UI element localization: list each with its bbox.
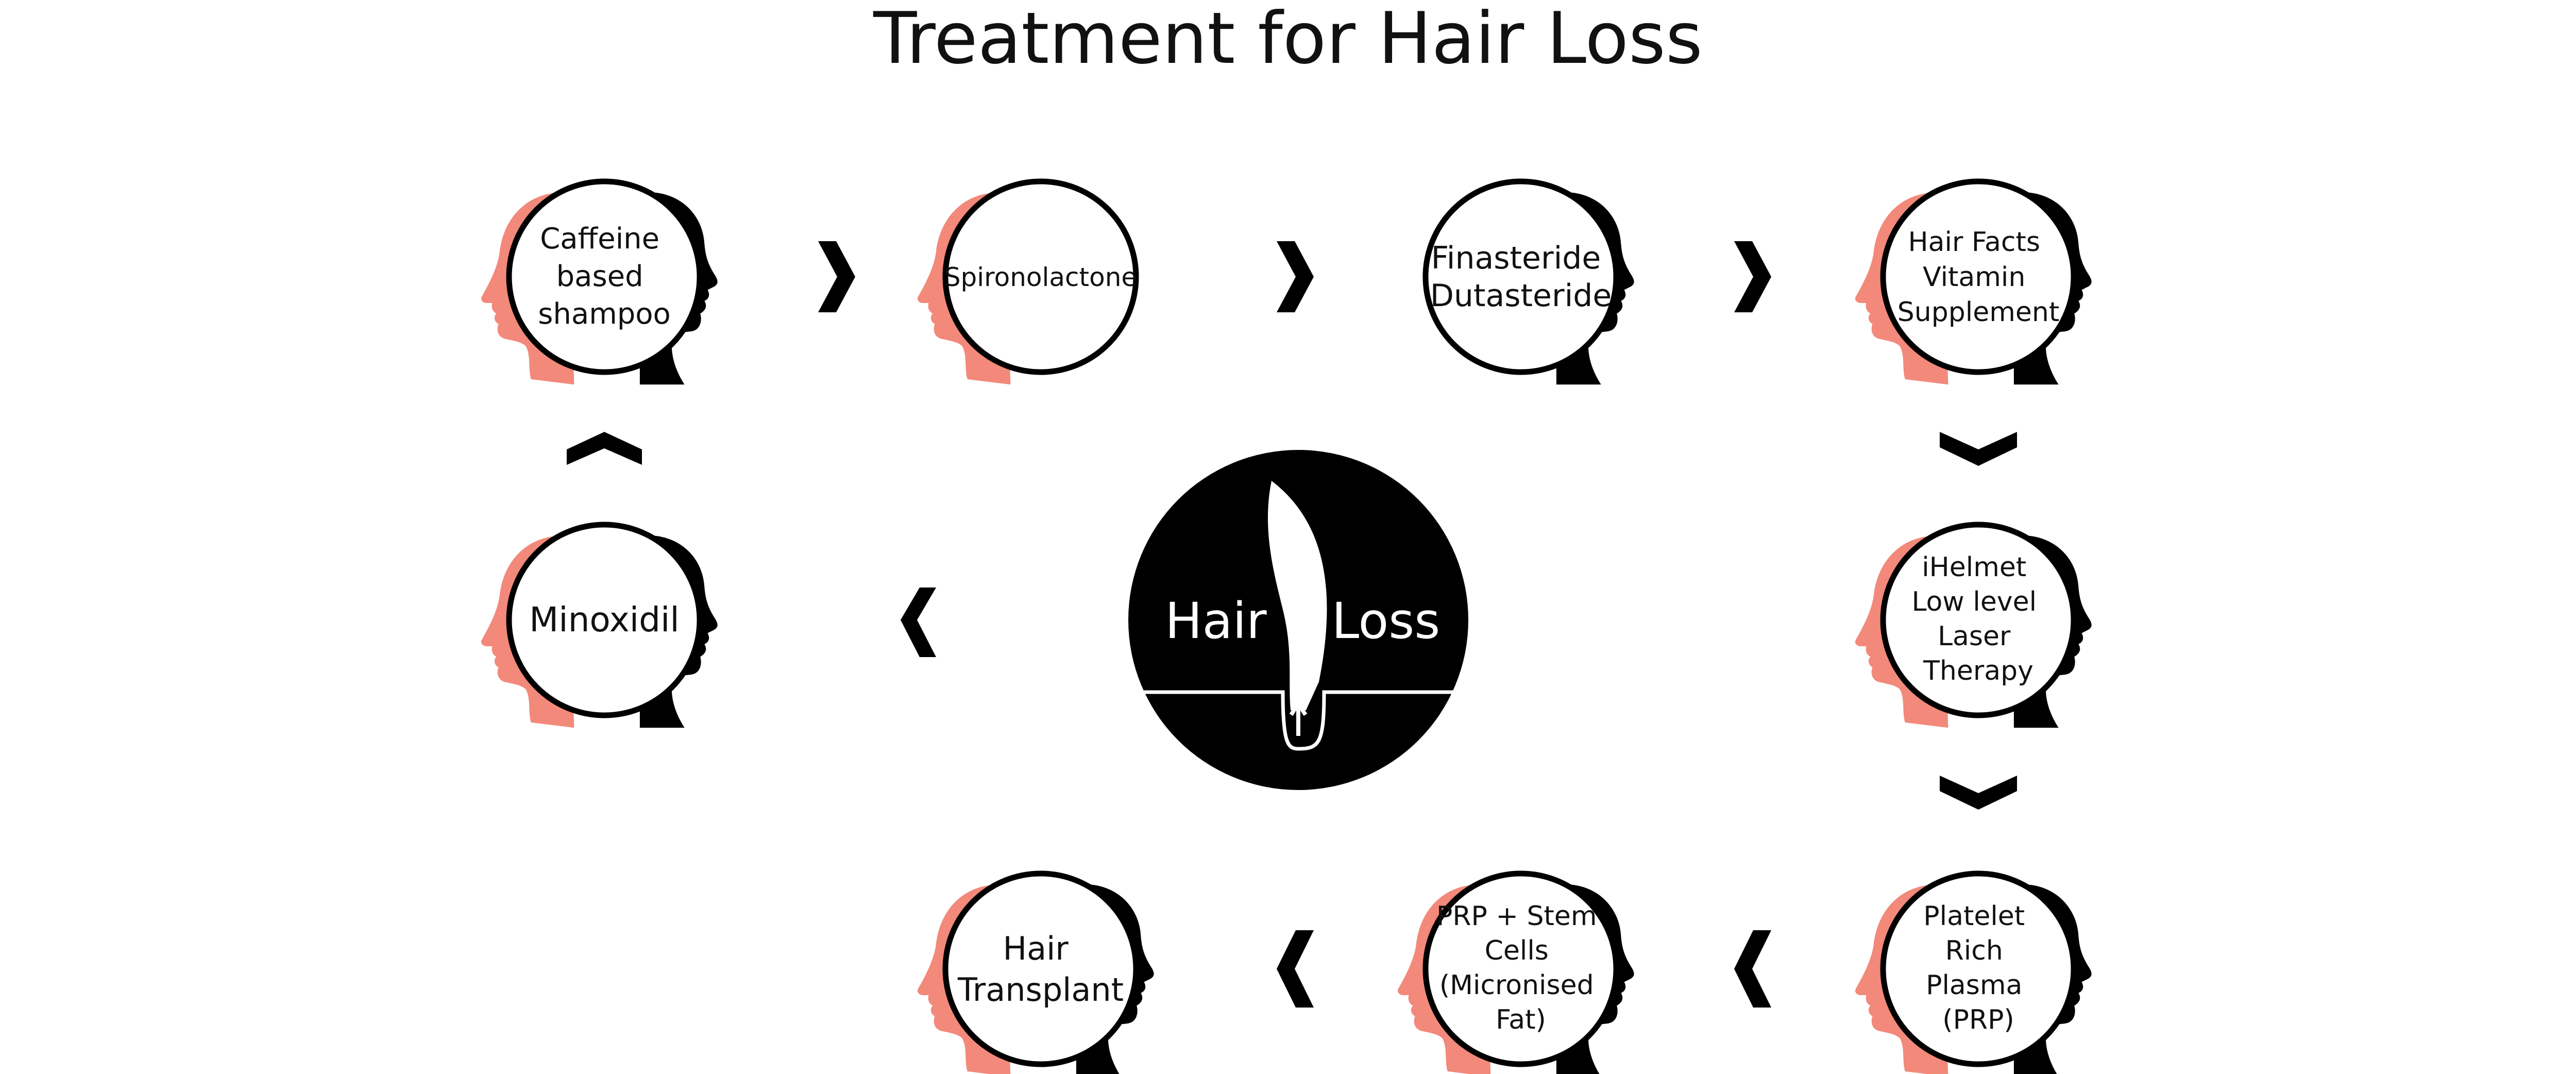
node-finasteride: Finasteride Dutasteride: [1422, 178, 1634, 385]
node-label-line: Hair: [1003, 930, 1069, 967]
node-label: Minoxidil: [529, 600, 679, 640]
arrow-center-to-minoxidil: [901, 588, 936, 657]
node-circle: [1422, 870, 1619, 1067]
center-hair-loss: Hair Loss: [1128, 450, 1468, 790]
node-label-line: (PRP): [1942, 1004, 2014, 1035]
node-label-line: Supplement: [1897, 297, 2059, 328]
node-label-line: Caffeine: [540, 222, 659, 256]
skin-line-icon: [1144, 690, 1453, 751]
node-caffeine: Caffeine based shampoo: [481, 178, 718, 385]
node-label-line: Finasteride: [1431, 240, 1601, 276]
node-label-line: Minoxidil: [529, 600, 679, 640]
node-label-line: PRP + Stem: [1436, 901, 1597, 932]
center-label-right: Loss: [1332, 592, 1440, 650]
node-label-line: Cells: [1485, 935, 1549, 966]
arrow-prp-to-prp-stem: [1734, 930, 1771, 1008]
node-circle: [942, 178, 1139, 375]
arrow-ihelmet-to-prp: [1940, 776, 2017, 810]
arrow-minoxidil-to-caffeine: [567, 432, 642, 465]
node-label: Hair Transplant: [957, 930, 1124, 1009]
node-prp: Platelet Rich Plasma (PRP): [1855, 870, 2092, 1074]
node-label: Caffeine based shampoo: [538, 222, 671, 331]
node-vitamin: Hair Facts Vitamin Supplement: [1855, 178, 2092, 385]
node-circle: [506, 522, 703, 718]
node-label-line: shampoo: [538, 297, 671, 331]
diagram-title: Treatment for Hair Loss: [873, 0, 1703, 80]
arrow-spironolactone-to-finasteride: [1277, 241, 1314, 312]
arrow-prp-stem-to-transplant: [1277, 930, 1314, 1008]
node-label-line: based: [556, 260, 643, 293]
node-label-line: Dutasteride: [1430, 278, 1612, 314]
node-transplant: Hair Transplant: [917, 870, 1154, 1074]
arrow-vitamin-to-ihelmet: [1940, 432, 2017, 466]
node-minoxidil: Minoxidil: [481, 522, 718, 728]
node-label-line: Vitamin: [1923, 262, 2025, 293]
node-label-line: (Micronised: [1439, 970, 1594, 1001]
node-circle: [1880, 870, 2077, 1067]
growth-arrow-icon: [1289, 699, 1308, 736]
node-label: Platelet Rich Plasma (PRP): [1923, 901, 2033, 1035]
node-circle: [1422, 178, 1619, 375]
node-circle: [1880, 522, 2077, 718]
center-label-left: Hair: [1165, 592, 1267, 650]
arrow-finasteride-to-vitamin: [1734, 241, 1771, 312]
node-label-line: Plasma: [1926, 970, 2022, 1001]
node-spironolactone: Spironolactone: [917, 178, 1139, 385]
node-prp-stem: PRP + Stem Cells (Micronised Fat): [1397, 870, 1634, 1074]
node-label: iHelmet Low level Laser Therapy: [1911, 552, 2045, 686]
node-label-line: Fat): [1496, 1004, 1546, 1035]
node-label-line: Therapy: [1923, 656, 2033, 686]
node-label-line: iHelmet: [1922, 552, 2026, 583]
node-circle: [506, 178, 703, 375]
hair-strand-icon: [1267, 481, 1327, 710]
node-circle: [1880, 178, 2077, 375]
node-circle: [942, 870, 1139, 1067]
node-label: Finasteride Dutasteride: [1430, 240, 1612, 314]
node-label-line: Hair Facts: [1908, 227, 2040, 258]
node-label-line: Laser: [1938, 621, 2011, 652]
node-label-line: Transplant: [957, 971, 1124, 1009]
node-label: PRP + Stem Cells (Micronised Fat): [1436, 901, 1605, 1035]
node-label-line: Spironolactone: [944, 262, 1137, 292]
node-ihelmet: iHelmet Low level Laser Therapy: [1855, 522, 2092, 728]
node-label-line: Rich: [1945, 935, 2003, 966]
arrow-caffeine-to-spironolactone: [818, 241, 855, 312]
node-label: Hair Facts Vitamin Supplement: [1897, 227, 2059, 328]
node-label-line: Platelet: [1923, 901, 2025, 932]
node-label: Spironolactone: [944, 262, 1137, 292]
node-label-line: Low level: [1911, 586, 2037, 617]
